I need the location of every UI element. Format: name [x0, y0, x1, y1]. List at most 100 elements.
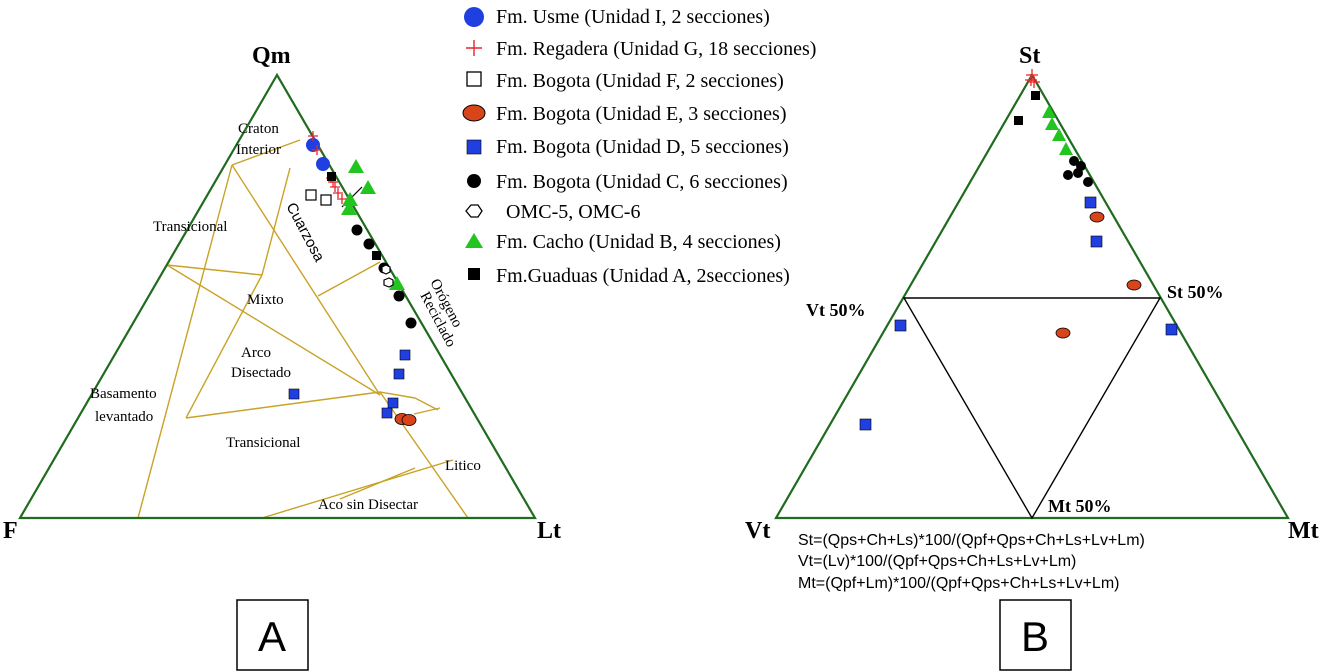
point-usme [316, 157, 330, 171]
point-regadera [1026, 69, 1038, 81]
blue-square-icon [466, 139, 482, 155]
diagram-a: Craton Interior Transicional Mixto Arco … [3, 43, 561, 671]
field-label-mixto: Mixto [247, 292, 284, 308]
boundary-cuarzosa-top [261, 167, 291, 276]
boundary-arco-left [185, 274, 263, 419]
boundary-mixto-top [317, 261, 381, 297]
boundary-craton [231, 139, 301, 166]
point-bogota-d [387, 397, 399, 409]
field-label-basamento: Basamento [90, 386, 157, 402]
legend-label: Fm. Bogota (Unidad F, 2 secciones) [496, 70, 784, 92]
field-label-craton: Craton [238, 121, 279, 137]
point-cacho [1042, 105, 1056, 118]
point-bogota-c [363, 238, 375, 250]
legend-label: OMC-5, OMC-6 [506, 201, 640, 223]
formula-vt: Vt=(Lv)*100/(Qpf+Qps+Ch+Ls+Lv+Lm) [798, 553, 1076, 570]
point-regadera [1025, 74, 1037, 86]
black-circle-icon [467, 174, 481, 188]
point-regadera [333, 188, 343, 198]
apex-label-lt: Lt [537, 518, 561, 544]
boundary-litico-diagonal [379, 391, 469, 519]
point-omc [383, 277, 394, 288]
legend-label: Fm. Bogota (Unidad E, 3 secciones) [496, 103, 787, 125]
point-bogota-d [381, 407, 393, 419]
point-bogota-d [399, 349, 411, 361]
point-cacho [342, 192, 358, 206]
point-bogota-d [393, 368, 405, 380]
point-guaduas [372, 251, 381, 260]
formula-st: St=(Qps+Ch+Ls)*100/(Qpf+Qps+Ch+Ls+Lv+Lm) [798, 532, 1145, 549]
blue-circle-icon [464, 7, 484, 27]
field-label-transicional-top: Transicional [153, 219, 227, 235]
point-cacho [1052, 128, 1066, 141]
boundary-arco-bottom [185, 391, 381, 419]
boundary-cuarzosa-diagonal [231, 164, 381, 396]
point-guaduas [327, 172, 336, 181]
red-cross-icon [466, 40, 482, 56]
panel-a-box [236, 599, 309, 671]
legend-label: Fm.Guaduas (Unidad A, 2secciones) [496, 265, 790, 287]
field-label-interior: Interior [236, 142, 281, 158]
point-bogota-d [859, 418, 872, 431]
field-label-transicional-bottom: Transicional [226, 435, 300, 451]
point-bogota-f [305, 189, 317, 201]
point-bogota-e [1126, 279, 1142, 291]
point-bogota-e [401, 414, 417, 426]
apex-label-mt: Mt [1288, 518, 1319, 544]
boundary-recycled-tick [413, 407, 441, 415]
point-cacho [360, 180, 376, 194]
triangle-a-outline [18, 72, 537, 520]
point-regadera [312, 145, 322, 155]
apex-label-st: St [1019, 43, 1040, 69]
apex-label-f: F [3, 518, 18, 544]
legend-label: Fm. Usme (Unidad I, 2 secciones) [496, 6, 770, 28]
boundary-recycled-join [379, 391, 416, 399]
legend-label: Fm. Bogota (Unidad D, 5 secciones) [496, 136, 789, 158]
point-cacho [1059, 142, 1073, 155]
point-cacho [341, 201, 357, 215]
apex-label-qm: Qm [252, 43, 291, 69]
point-regadera [330, 182, 340, 192]
boundary-litico-top [414, 397, 439, 411]
point-bogota-d [1090, 235, 1103, 248]
panel-label-a: A [258, 613, 286, 660]
inner-triangle-b [902, 297, 1162, 520]
point-bogota-c [1069, 156, 1079, 166]
point-bogota-e [1089, 211, 1105, 223]
point-bogota-c [1063, 170, 1073, 180]
field-label-cuarzosa: Cuarzosa [282, 200, 327, 265]
boundary-aco-inner [339, 467, 416, 500]
legend-label: Fm. Cacho (Unidad B, 4 secciones) [496, 231, 781, 253]
points-b [859, 69, 1178, 431]
point-bogota-d [288, 388, 300, 400]
point-bogota-d [1165, 323, 1178, 336]
point-regadera [337, 194, 347, 204]
boundary-mixto [166, 264, 381, 396]
point-regadera [308, 131, 318, 141]
point-bogota-e [1055, 327, 1071, 339]
point-bogota-c [405, 317, 417, 329]
point-bogota-f [320, 194, 332, 206]
point-cacho [389, 276, 405, 290]
field-label-aco-sin-disectar: Aco sin Disectar [318, 497, 418, 513]
point-regadera [1028, 76, 1040, 88]
orange-ellipse-icon [462, 104, 486, 122]
point-bogota-c [1073, 168, 1083, 178]
panel-b-box [999, 599, 1072, 671]
apex-label-vt: Vt [745, 518, 770, 544]
point-bogota-c [351, 224, 363, 236]
points-a [288, 131, 417, 426]
field-label-arco: Arco [241, 345, 271, 361]
panel-label-b: B [1021, 613, 1049, 660]
black-square-icon [468, 268, 480, 280]
label-vt50: Vt 50% [806, 300, 866, 320]
point-cacho [1045, 117, 1059, 130]
boundary-transicional-lower [166, 264, 263, 276]
diagram-b: St Vt Mt Vt 50% St 50% Mt 50% St=(Qps+Ch… [745, 43, 1319, 671]
point-bogota-c [393, 290, 405, 302]
legend-label: Fm. Regadera (Unidad G, 18 secciones) [496, 38, 816, 60]
point-cacho [348, 159, 364, 173]
point-bogota-d [894, 319, 907, 332]
legend: Fm. Usme (Unidad I, 2 secciones) Fm. Reg… [462, 6, 816, 287]
